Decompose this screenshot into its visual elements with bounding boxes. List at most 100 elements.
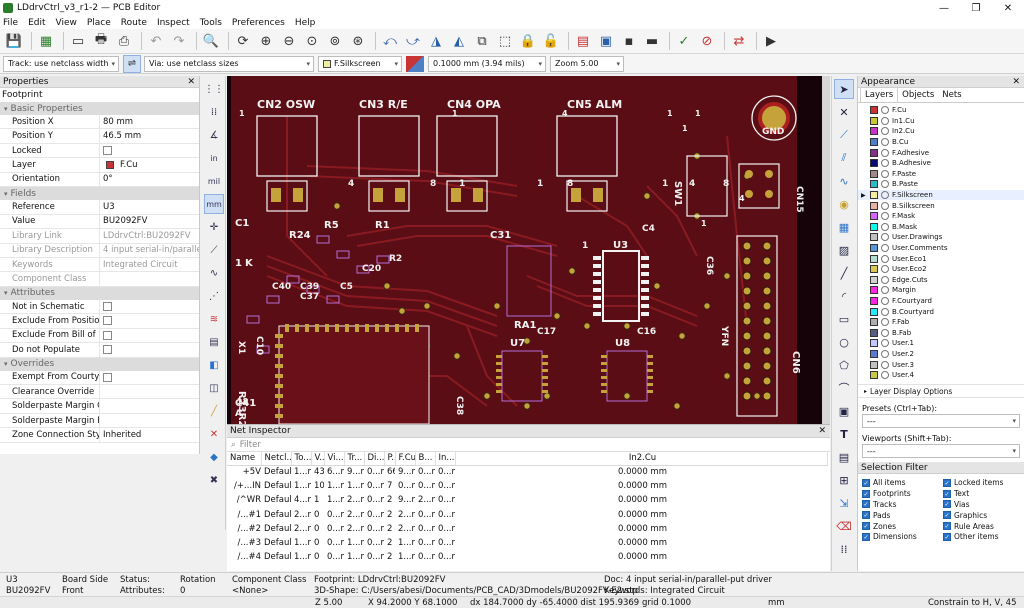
checkbox-checked-icon[interactable]: ✓ <box>943 522 951 531</box>
column-header[interactable]: V... <box>311 452 325 466</box>
layer-color-swatch[interactable] <box>870 106 878 115</box>
visibility-eye-icon[interactable] <box>881 116 889 125</box>
checkbox-checked-icon[interactable]: ✓ <box>862 478 870 487</box>
maximize-button[interactable]: ❐ <box>971 2 981 14</box>
save-icon[interactable]: 💾 <box>5 33 23 49</box>
close-icon[interactable]: ✕ <box>818 426 826 436</box>
find-icon[interactable]: 🔍 <box>202 33 220 49</box>
property-value[interactable]: BU2092FV <box>100 215 199 228</box>
column-header[interactable]: To... <box>291 452 312 466</box>
add-dimension-icon[interactable]: ⇲ <box>839 496 849 510</box>
visibility-eye-icon[interactable] <box>881 318 889 327</box>
selection-filter-item[interactable]: ✓Text <box>943 488 1024 499</box>
layer-row[interactable]: User.Eco1 <box>858 253 1024 264</box>
layer-row[interactable]: B.Paste <box>858 179 1024 190</box>
property-value[interactable] <box>100 314 199 327</box>
column-header[interactable]: Name <box>227 452 262 466</box>
zone-fill-icon[interactable]: ≋ <box>209 313 219 325</box>
section-header[interactable]: Fields <box>0 187 199 201</box>
tab-layers[interactable]: Layers <box>860 87 899 102</box>
visibility-eye-icon[interactable] <box>881 339 889 348</box>
zoom-area-icon[interactable]: ⊛ <box>352 33 364 49</box>
layer-color-swatch[interactable] <box>870 169 878 178</box>
add-zone-icon[interactable]: ▦ <box>838 220 850 234</box>
property-checkbox[interactable] <box>103 330 112 340</box>
layer-row[interactable]: B.Mask <box>858 222 1024 233</box>
visibility-eye-icon[interactable] <box>881 233 889 242</box>
section-header[interactable]: Attributes <box>0 286 199 300</box>
visibility-eye-icon[interactable] <box>881 349 889 358</box>
selection-filter-item[interactable]: ✓Dimensions <box>862 531 943 542</box>
layer-color-swatch[interactable] <box>870 233 878 242</box>
visibility-eye-icon[interactable] <box>881 127 889 136</box>
layer-color-swatch[interactable] <box>870 254 878 263</box>
property-value[interactable]: Integrated Circuit <box>100 258 199 271</box>
table-row[interactable]: /...#2Default2...m00...m2...m0...m22...m… <box>227 522 827 536</box>
visibility-eye-icon[interactable] <box>881 328 889 337</box>
schematic-icon[interactable]: ⇄ <box>733 33 745 49</box>
units-mil-icon[interactable]: mil <box>207 176 221 186</box>
property-value[interactable] <box>100 300 199 313</box>
layer-row[interactable]: F.Adhesive <box>858 147 1024 158</box>
delete-tool-icon[interactable]: ⌫ <box>836 519 852 533</box>
table-row[interactable]: +5VDefault1...m436...m9...m0...m669...m0… <box>227 465 827 479</box>
column-header[interactable]: B... <box>415 452 436 466</box>
property-value[interactable]: U3 <box>100 200 199 213</box>
route-diff-pair-icon[interactable]: ⫽ <box>841 151 847 164</box>
property-value[interactable]: 46.5 mm <box>100 129 199 142</box>
layer-color-swatch[interactable] <box>870 349 878 358</box>
layer-color-swatch[interactable] <box>870 212 878 221</box>
close-button[interactable]: ✕ <box>1003 2 1013 14</box>
layer-color-swatch[interactable] <box>870 307 878 316</box>
zoom-select[interactable]: Zoom 5.00▾ <box>550 55 624 72</box>
menu-file[interactable]: File <box>3 17 19 28</box>
visibility-eye-icon[interactable] <box>881 138 889 147</box>
track-width-select[interactable]: Track: use netclass width▾ <box>3 55 119 72</box>
table-row[interactable]: /...#4Default1...m00...m1...m0...m21...m… <box>227 550 827 564</box>
layer-row[interactable]: F.Fab <box>858 317 1024 328</box>
layer-color-swatch[interactable] <box>870 371 878 380</box>
route-track-icon[interactable]: ⟋ <box>840 128 848 141</box>
grid-select[interactable]: 0.1000 mm (3.94 mils)▾ <box>428 55 546 72</box>
visibility-eye-icon[interactable] <box>881 360 889 369</box>
column-header[interactable]: Netcl... <box>261 452 292 466</box>
visibility-eye-icon[interactable] <box>881 159 889 168</box>
layer-color-swatch[interactable] <box>870 138 878 147</box>
menu-inspect[interactable]: Inspect <box>156 17 190 28</box>
visibility-eye-icon[interactable] <box>881 307 889 316</box>
column-header[interactable]: In2.Cu <box>455 452 828 466</box>
layer-row[interactable]: User.Comments <box>858 243 1024 254</box>
menu-route[interactable]: Route <box>120 17 147 28</box>
layer-color-swatch[interactable] <box>870 328 878 337</box>
layer-row[interactable]: In1.Cu <box>858 116 1024 127</box>
canvas-vertical-scrollbar[interactable] <box>822 76 830 424</box>
visibility-eye-icon[interactable] <box>881 254 889 263</box>
property-value[interactable] <box>100 272 199 285</box>
table-row[interactable]: /...#3Default1...m00...m1...m0...m21...m… <box>227 536 827 550</box>
close-icon[interactable]: ✕ <box>187 76 195 87</box>
visibility-eye-icon[interactable] <box>881 275 889 284</box>
zoom-objects-icon[interactable]: ⊚ <box>329 33 341 49</box>
draw-circle-icon[interactable]: ○ <box>839 335 849 349</box>
print-icon[interactable]: 🖶 <box>94 32 108 47</box>
layer-select[interactable]: F.Silkscreen▾ <box>318 55 402 72</box>
layers-manager-icon[interactable]: ◆ <box>210 451 218 463</box>
property-value[interactable] <box>100 385 199 398</box>
selection-filter-item[interactable]: ✓Other items <box>943 531 1024 542</box>
layer-color-swatch[interactable] <box>870 127 878 136</box>
layer-row[interactable]: User.3 <box>858 359 1024 370</box>
menu-place[interactable]: Place <box>86 17 111 28</box>
column-header[interactable]: In... <box>435 452 456 466</box>
selection-filter-item[interactable]: ✓Vias <box>943 499 1024 510</box>
checkbox-checked-icon[interactable]: ✓ <box>862 511 870 520</box>
layer-row[interactable]: User.1 <box>858 338 1024 349</box>
draw-bezier-icon[interactable]: ⌒ <box>838 382 850 395</box>
property-checkbox[interactable] <box>103 316 112 326</box>
presets-select[interactable]: ---▾ <box>862 414 1020 429</box>
property-value[interactable] <box>100 343 199 356</box>
close-icon[interactable]: ✕ <box>1012 76 1020 87</box>
track-sketch-icon[interactable]: ╱ <box>210 405 218 417</box>
drc-icon[interactable]: ✓ <box>678 33 690 49</box>
layer-color-swatch[interactable] <box>870 191 878 200</box>
